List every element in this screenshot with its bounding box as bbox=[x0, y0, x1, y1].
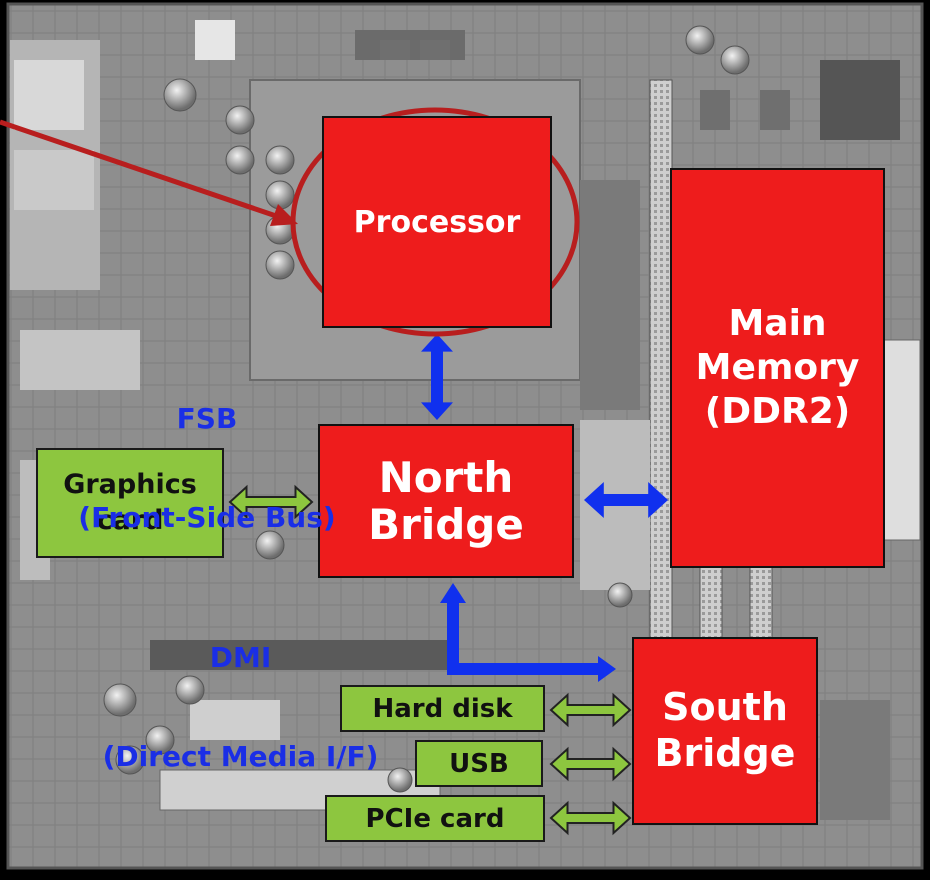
processor-label: Processor bbox=[353, 204, 521, 240]
usb-box: USB bbox=[415, 740, 543, 787]
fsb-label-line1: FSB bbox=[176, 402, 238, 436]
pcie-card-label: PCIe card bbox=[365, 803, 505, 834]
main-memory-label-line2: Memory bbox=[695, 347, 860, 389]
main-memory-label-line3: (DDR2) bbox=[704, 390, 851, 432]
pcie-card-box: PCIe card bbox=[325, 795, 545, 842]
dmi-label: DMI (Direct Media I/F) bbox=[68, 575, 413, 839]
graphics-card-label-line1: Graphics bbox=[63, 469, 197, 501]
south-bridge-label-line2: Bridge bbox=[654, 731, 796, 775]
north-bridge-box: North Bridge bbox=[318, 424, 574, 578]
dmi-label-line2: (Direct Media I/F) bbox=[102, 740, 379, 774]
graphics-card-box: Graphics card bbox=[36, 448, 224, 558]
south-bridge-label-line1: South bbox=[662, 685, 788, 730]
main-memory-label-line1: Main bbox=[728, 303, 827, 345]
south-bridge-box: South Bridge bbox=[632, 637, 818, 825]
hard-disk-box: Hard disk bbox=[340, 685, 545, 732]
main-memory-box: Main Memory (DDR2) bbox=[670, 168, 885, 568]
north-bridge-label-line2: Bridge bbox=[368, 500, 524, 549]
north-bridge-label-line1: North bbox=[378, 452, 514, 502]
hard-disk-label: Hard disk bbox=[372, 693, 513, 724]
fsb-label: FSB (Front-Side Bus) bbox=[52, 336, 362, 600]
dmi-label-line1: DMI bbox=[209, 641, 272, 675]
fsb-label-line2: (Front-Side Bus) bbox=[78, 501, 336, 535]
usb-label: USB bbox=[449, 748, 509, 779]
graphics-card-label-line2: card bbox=[96, 505, 164, 536]
processor-box: Processor bbox=[322, 116, 552, 328]
